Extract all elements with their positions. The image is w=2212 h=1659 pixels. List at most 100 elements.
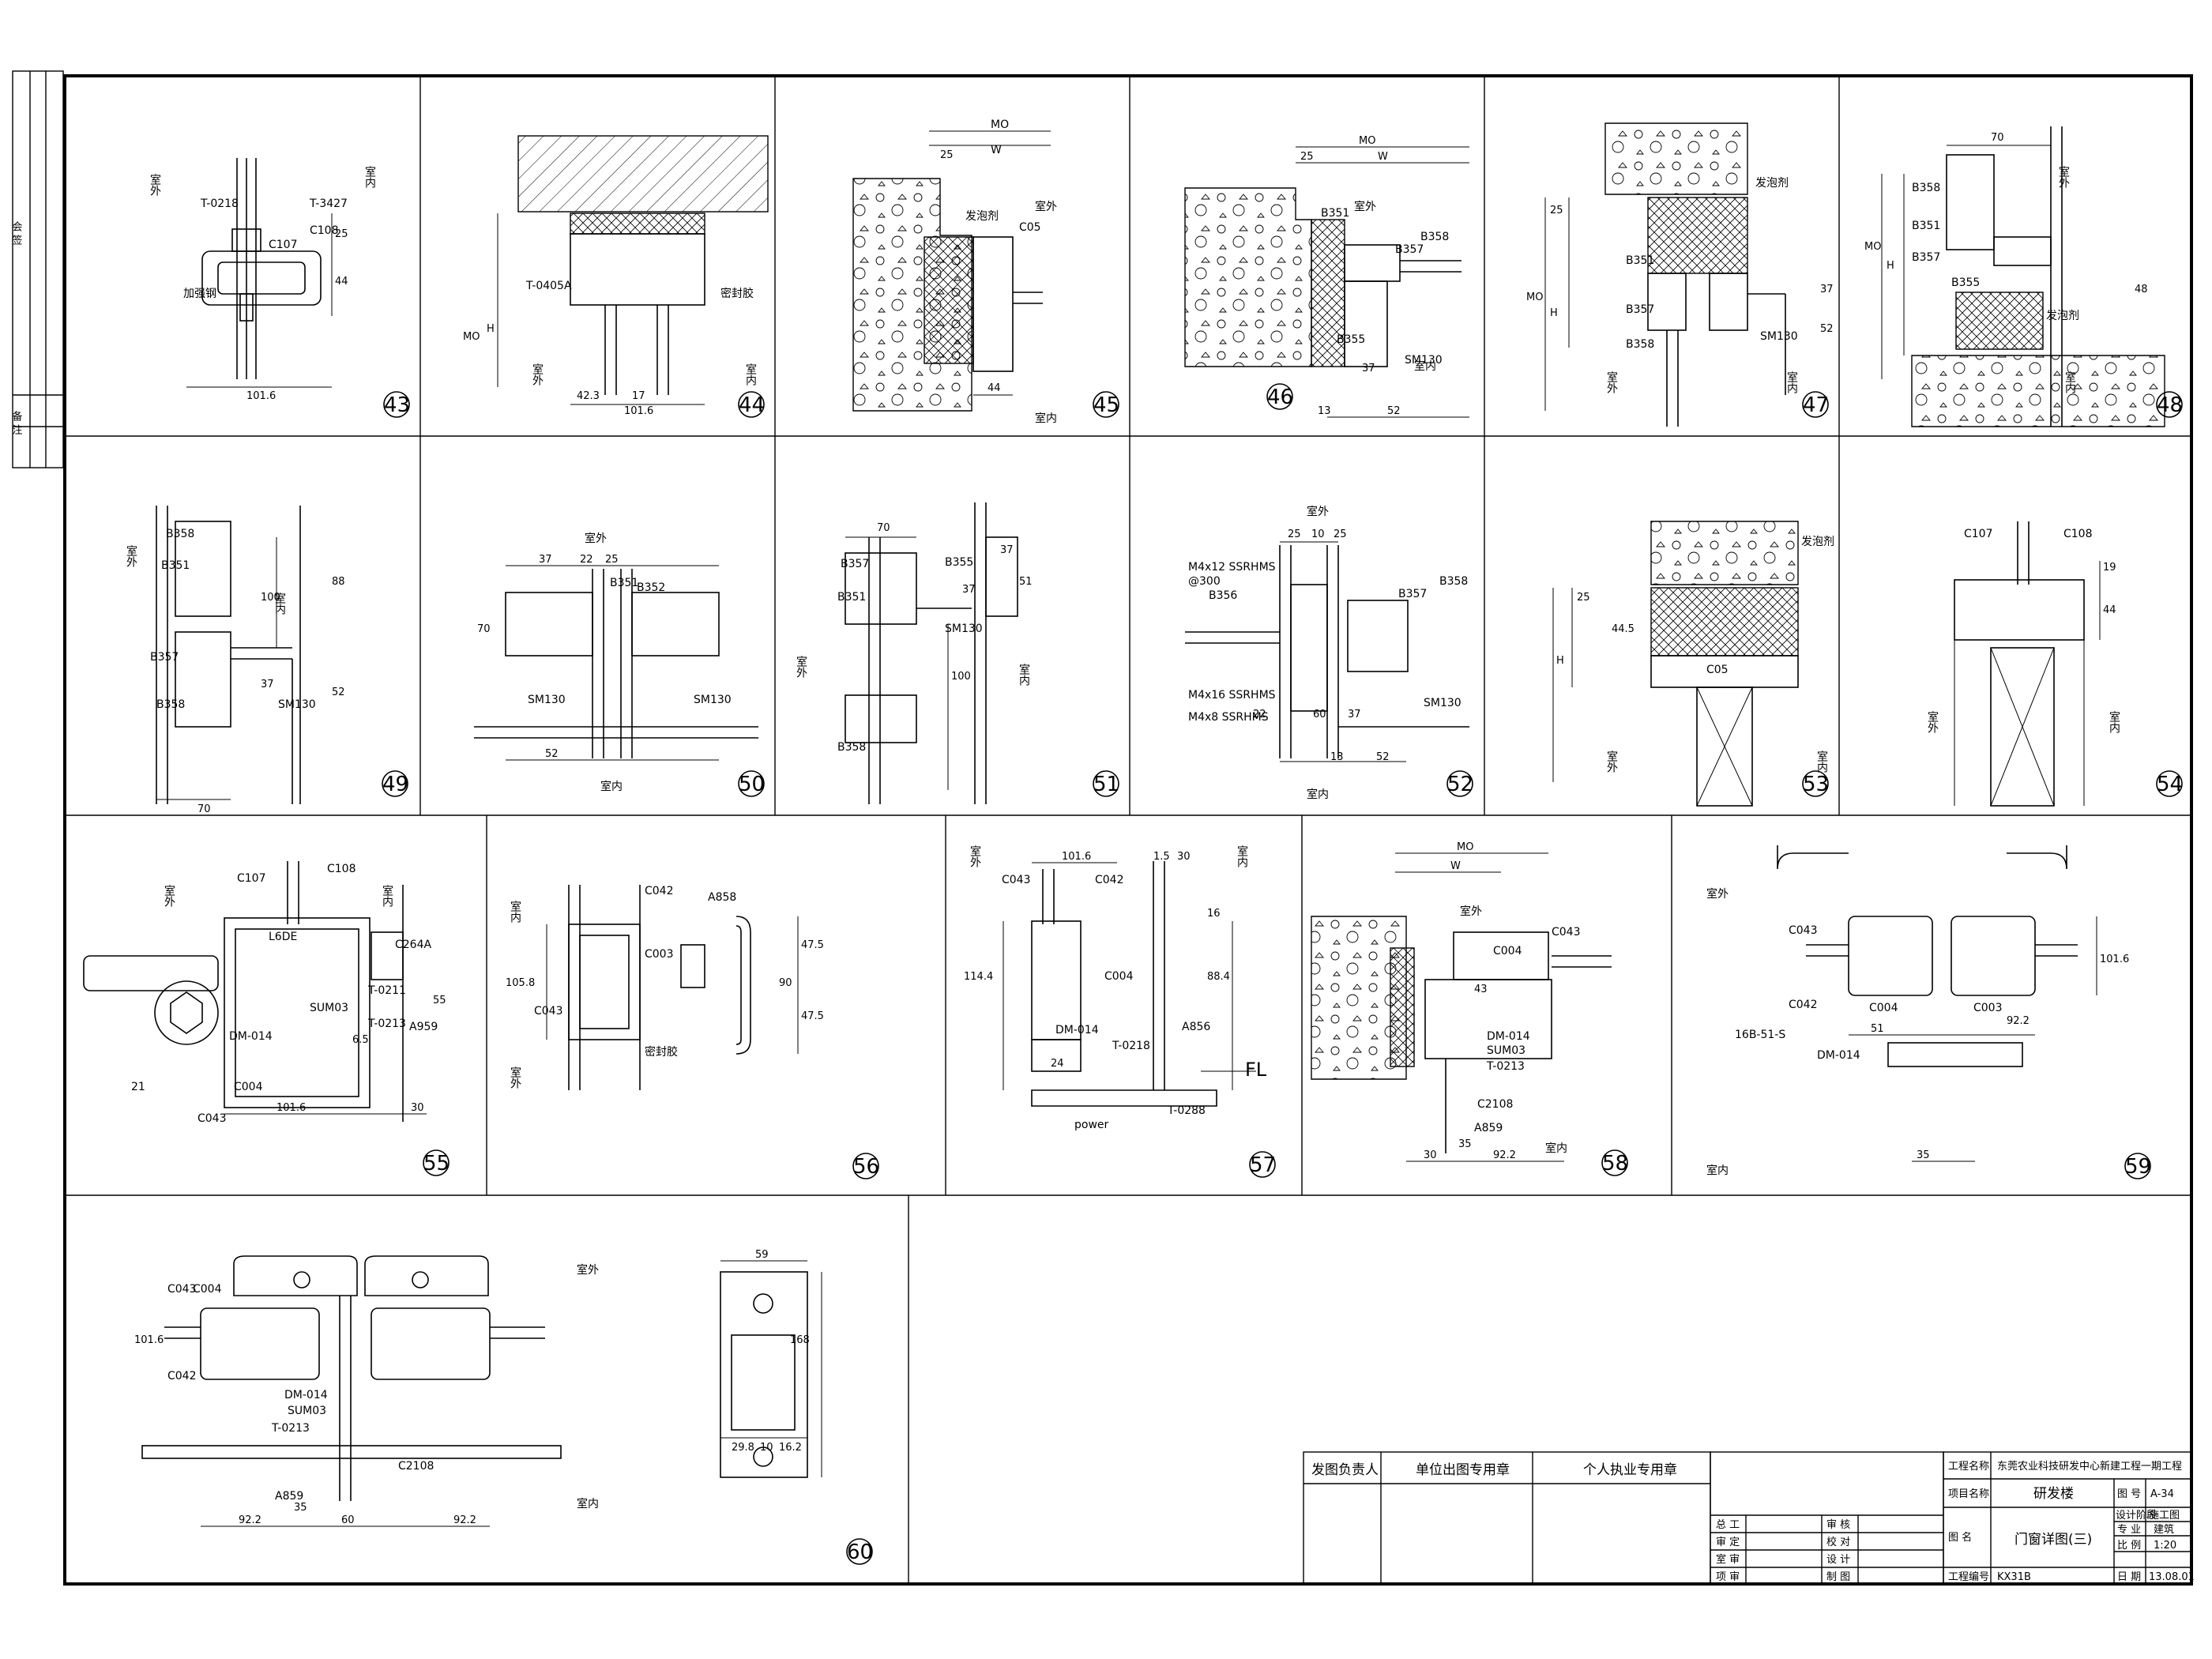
stamp-label: 个人执业专用章 [1583, 1462, 1677, 1478]
role-label: 总 工 [1716, 1519, 1740, 1531]
drawing-name: 门窗详图(三) [2014, 1532, 2092, 1548]
dim-label: 25 [1577, 592, 1590, 604]
title-block: 发图负责人 单位出图专用章 个人执业专用章 总 工 审 定 室 审 项 审 审 … [1303, 1451, 2195, 1585]
part-label: C2108 [398, 1460, 434, 1473]
part-label: C004 [1869, 1002, 1898, 1014]
part-label: C043 [1002, 874, 1031, 886]
title-block-label: 图 号 [2117, 1488, 2141, 1500]
role-label: 室 审 [1716, 1553, 1740, 1566]
room-label: 室外 [531, 363, 544, 386]
part-label: C043 [198, 1112, 227, 1125]
title-block-label: 项目名称 [1948, 1488, 1989, 1500]
room-label: 室外 [1605, 371, 1618, 393]
room-label: 室外 [577, 1263, 599, 1277]
dim-label: 22 [1253, 709, 1266, 720]
room-label: 室外 [1460, 905, 1482, 918]
dim-label: 88 [332, 576, 345, 588]
role-label: 设 计 [1826, 1554, 1850, 1566]
part-label: A859 [275, 1490, 303, 1503]
dim-label: 52 [1376, 751, 1390, 763]
dim-label: 16 [1207, 908, 1221, 920]
dim-label: 25 [1550, 205, 1563, 216]
part-label: C264A [395, 939, 431, 951]
part-label: B356 [1209, 589, 1237, 602]
part-label: 发泡剂 [1755, 177, 1789, 190]
part-label: SUM03 [1487, 1044, 1525, 1057]
dim-label: 42.3 [577, 390, 600, 402]
dim-label: 92.2 [2007, 1015, 2030, 1027]
dim-label: 10 [760, 1442, 773, 1454]
dim-label: 48 [2135, 284, 2148, 295]
part-label: C042 [167, 1370, 197, 1382]
detail-number: 60 [847, 1540, 873, 1564]
part-label: B358 [1912, 182, 1940, 194]
dim-label: 30 [1177, 851, 1191, 863]
part-label: C107 [1964, 528, 1993, 540]
dim-label: MO [1359, 135, 1375, 147]
part-label: C05 [1706, 664, 1729, 676]
part-label: C004 [1104, 970, 1134, 983]
part-label: M4x12 SSRHMS [1188, 561, 1276, 574]
part-label: SM130 [528, 694, 566, 706]
drawing-no: A-34 [2150, 1488, 2174, 1500]
part-label: 密封胶 [720, 287, 754, 300]
part-label: B351 [837, 591, 866, 604]
detail-number: 47 [1803, 393, 1829, 417]
part-label: B357 [150, 651, 179, 664]
detail-54: 44 19 C107 C108 室外 室内 54 [1926, 521, 2183, 807]
title-block-label: 专 业 [2117, 1524, 2141, 1536]
room-label: 室外 [1706, 887, 1729, 901]
part-label: C107 [237, 872, 266, 885]
part-label: C043 [1552, 926, 1581, 939]
dim-label: MO [1526, 292, 1543, 303]
part-label: B357 [1912, 251, 1940, 264]
dim-label: 70 [1991, 132, 2004, 144]
part-label: B352 [637, 581, 665, 594]
detail-number: 54 [2157, 773, 2183, 796]
room-label: 室内 [509, 900, 521, 924]
dim-label: 13 [1330, 751, 1344, 763]
part-label: SM130 [1405, 354, 1443, 367]
role-label: 校 对 [1826, 1536, 1850, 1548]
part-label: B351 [1912, 220, 1940, 232]
dim-label: 35 [1917, 1149, 1930, 1161]
dim-label: 47.5 [801, 1010, 824, 1022]
part-label: B357 [1626, 303, 1654, 316]
part-label: C042 [1095, 874, 1124, 886]
dim-label: 37 [1000, 544, 1014, 556]
dim-label: 92.2 [239, 1514, 261, 1526]
dim-label: 22 [580, 554, 593, 566]
part-label: B357 [841, 558, 869, 570]
room-label: 室内 [2108, 710, 2120, 734]
title-block-label: 工程名称 [1948, 1460, 1989, 1473]
dim-label: 35 [1458, 1138, 1472, 1150]
part-label: B355 [945, 556, 973, 569]
room-label: 室外 [1307, 505, 1329, 518]
part-label: 21 [131, 1081, 145, 1093]
part-label: T-0213 [367, 1018, 406, 1030]
dim-label: 52 [1820, 323, 1834, 335]
part-label: 发泡剂 [2046, 310, 2079, 322]
part-label: C107 [269, 239, 298, 251]
part-label: MO [991, 118, 1009, 131]
dim-label: 25 [1288, 529, 1301, 540]
part-label: SUM03 [310, 1002, 348, 1014]
part-label: DM-014 [1817, 1049, 1860, 1062]
dim-label: 13 [1318, 405, 1331, 417]
item-name: 研发楼 [2033, 1486, 2074, 1502]
part-label: B358 [1420, 231, 1449, 243]
part-label: M4x8 SSRHMS [1188, 711, 1269, 724]
detail-60: 92.2 60 92.2 35 168 101.6 C043 C004 C042… [134, 1249, 873, 1565]
part-label: C042 [1789, 999, 1818, 1011]
part-label: SM130 [1424, 697, 1462, 709]
dim-label: 60 [341, 1514, 355, 1526]
room-label: 室内 [744, 363, 757, 386]
detail-51: 70 100 37 37 51 B357 B351 B355 B358 SM13… [795, 502, 1119, 804]
part-label: T-0218 [1112, 1040, 1150, 1052]
dim-label: MO [463, 331, 480, 343]
room-label: 室内 [381, 884, 393, 908]
detail-57: 101.6 1.5 30 114.4 88.4 16 24 FL C043 C0… [964, 845, 1276, 1178]
role-label: 审 定 [1716, 1537, 1740, 1548]
room-label: 室内 [1414, 359, 1436, 373]
dim-label: 25 [605, 554, 619, 566]
